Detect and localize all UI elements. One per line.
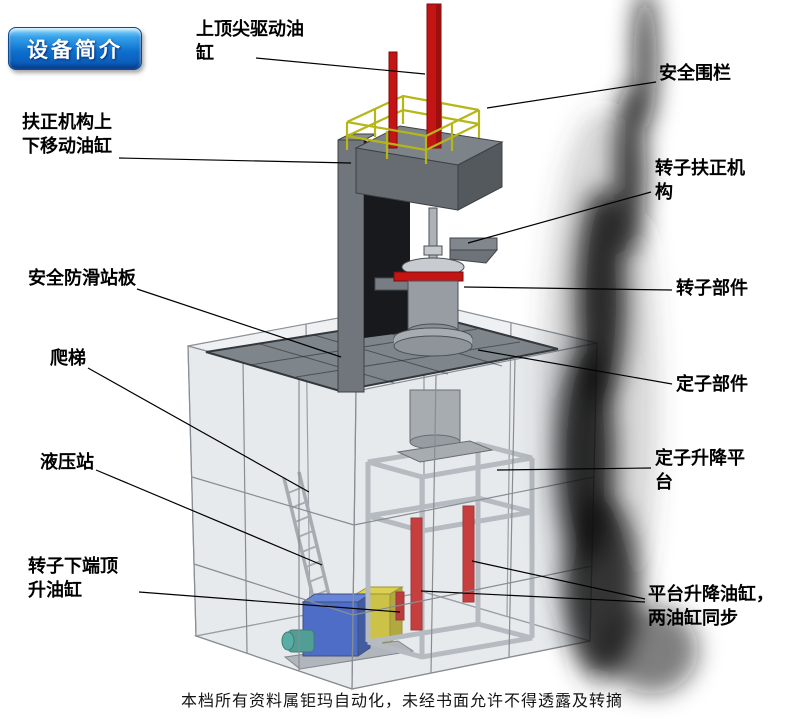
rotor-centering-bracket: [449, 237, 499, 264]
label-rotor-bottom-jack-cylinder: 转子下端顶升油缸: [28, 556, 118, 601]
label-platform-lift-cylinders: 平台升降油缸，两油缸同步: [648, 584, 774, 629]
enclosure-cage-front: [187, 342, 598, 690]
label-safety-fence: 安全围栏: [659, 63, 731, 84]
label-hydraulic-station: 液压站: [40, 452, 94, 473]
footer-copyright: 本档所有资料属钜玛自动化，未经书面允许不得透露及转摘: [180, 691, 623, 710]
label-centering-lift-cylinder: 扶正机构上下移动油缸: [22, 112, 112, 157]
label-ladder: 爬梯: [50, 348, 86, 369]
label-stator-component: 定子部件: [676, 374, 748, 395]
title-badge: 设备简介: [8, 27, 142, 70]
label-stator-lift-platform: 定子升降平台: [655, 448, 745, 493]
top-drive-cylinder-rods: [388, 3, 442, 149]
label-top-drive-cylinder: 上顶尖驱动油缸: [196, 19, 304, 64]
rotor-assembly: [374, 207, 473, 357]
safety-fence-back: [345, 94, 481, 150]
safety-fence-front: [346, 109, 480, 164]
label-rotor-centering-mechanism: 转子扶正机构: [655, 158, 745, 203]
label-rotor-component: 转子部件: [676, 278, 748, 299]
label-anti-slip-platform: 安全防滑站板: [28, 268, 136, 289]
